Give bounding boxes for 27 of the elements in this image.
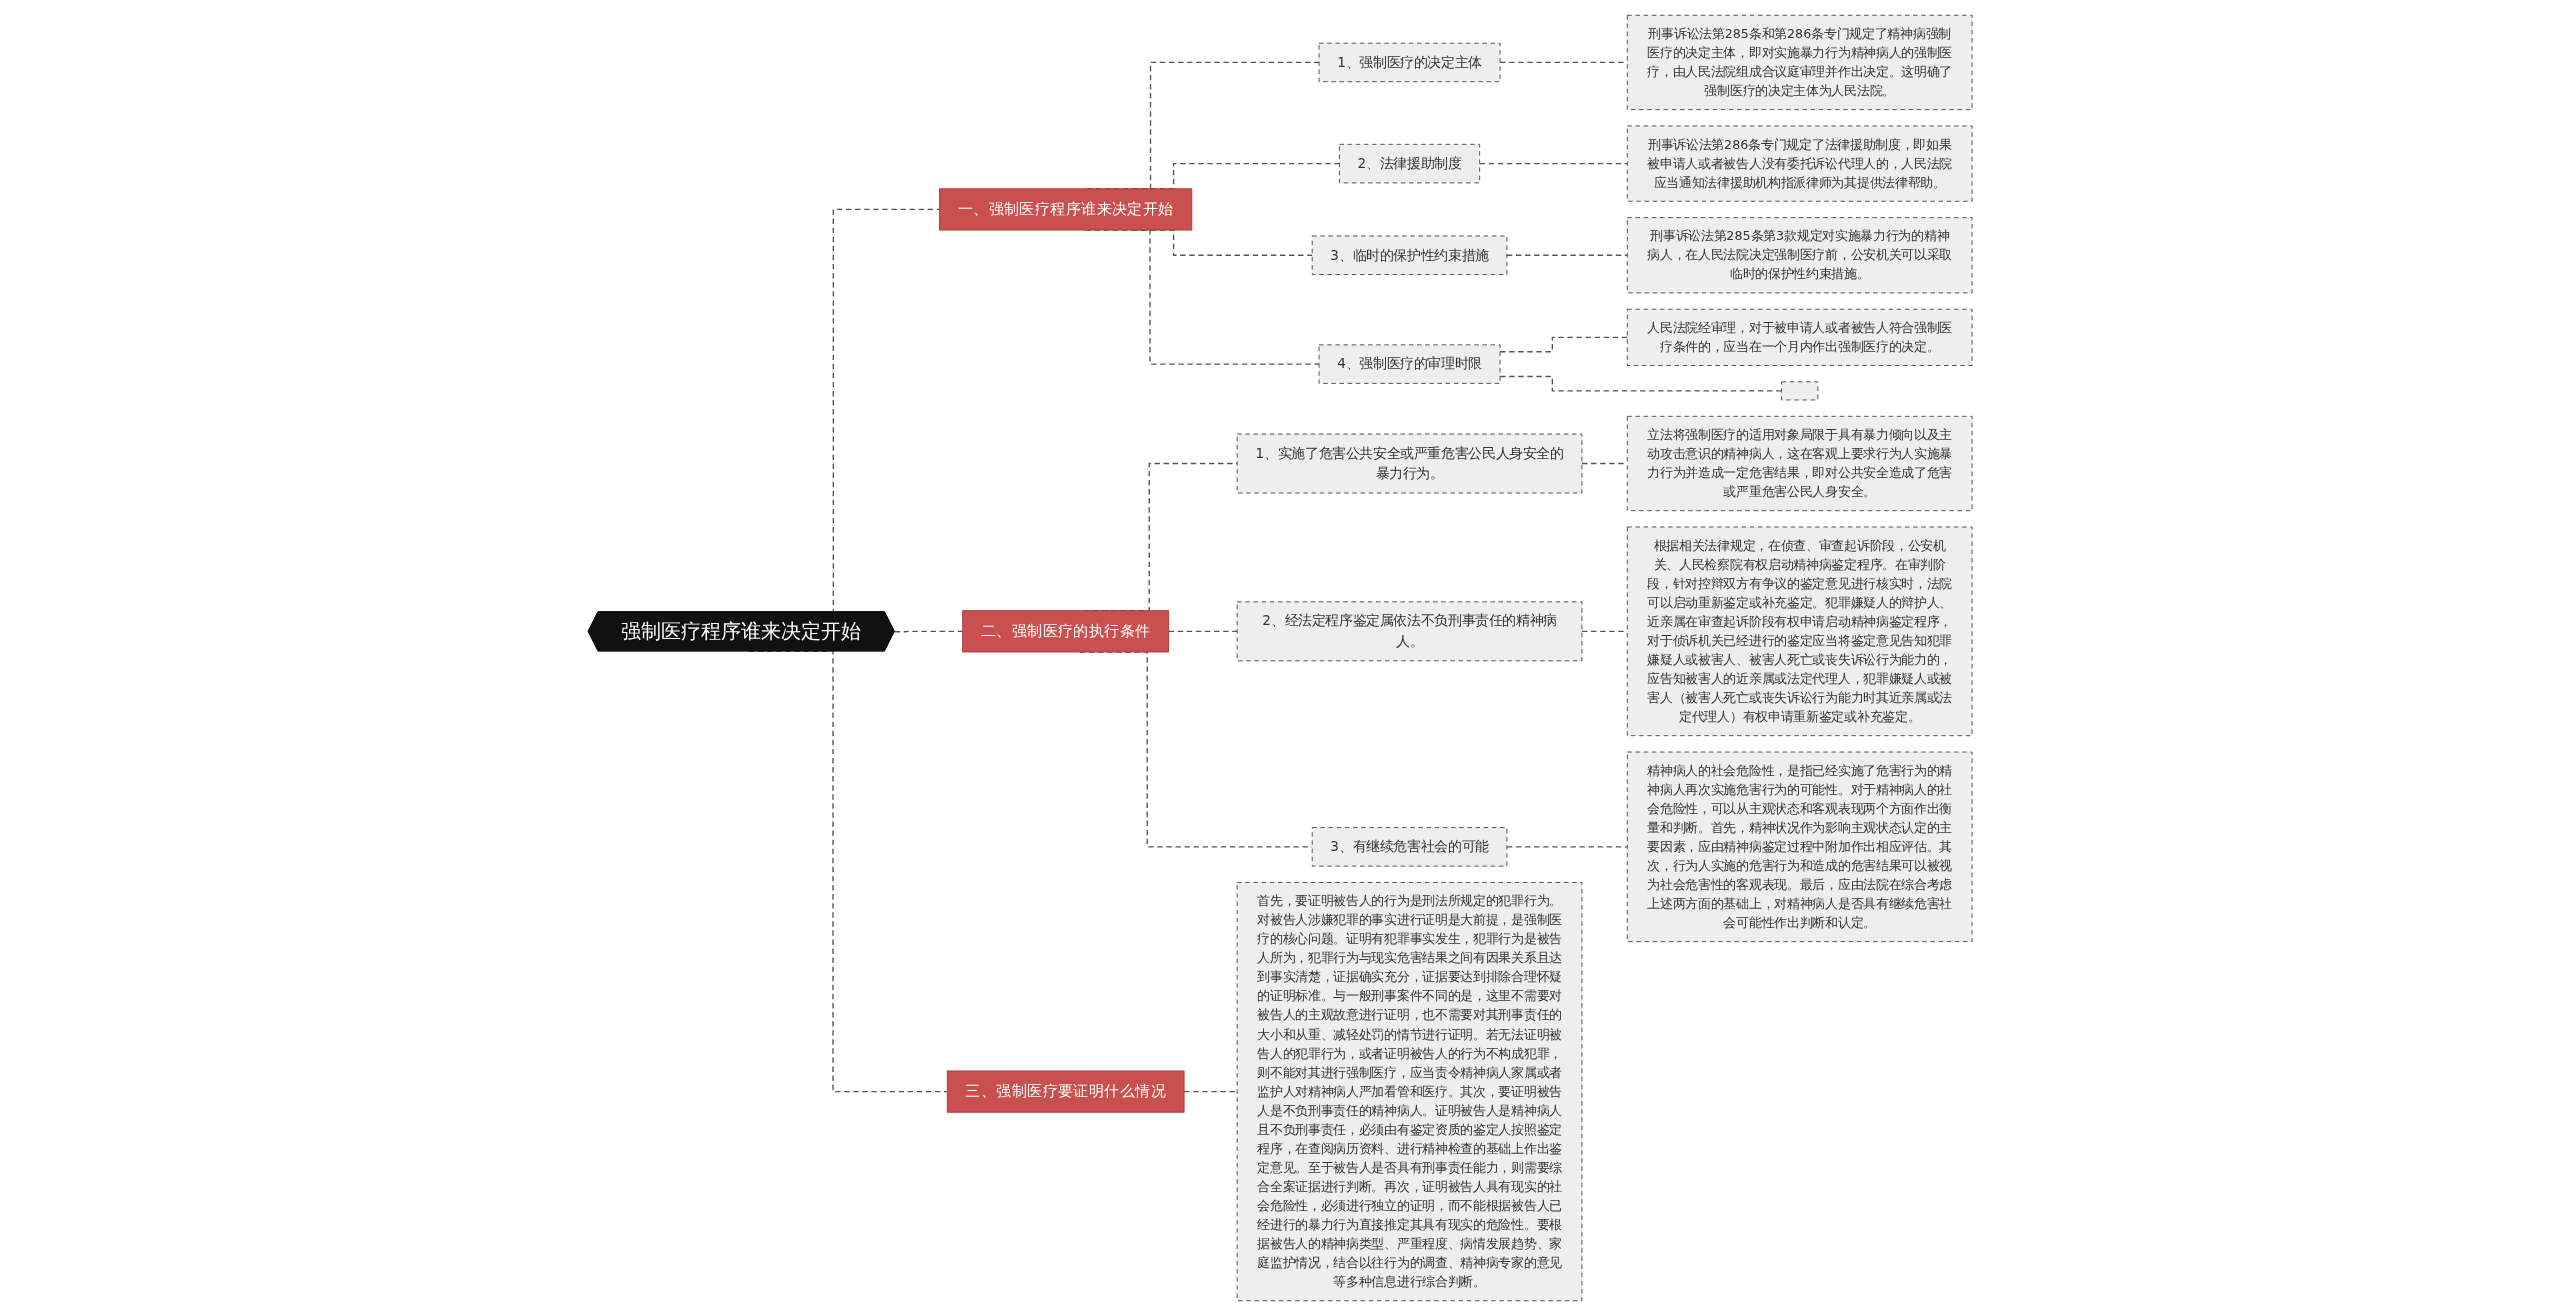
node-box: 3、有继续危害社会的可能 xyxy=(1311,827,1508,867)
connector xyxy=(893,630,964,633)
connector xyxy=(1506,254,1628,256)
node-box: 1、实施了危害公共安全或严重危害公民人身安全的暴力行为。 xyxy=(1236,433,1583,494)
node-box: 4、强制医疗的审理时限 xyxy=(1318,344,1501,384)
node-box: 2、经法定程序鉴定属依法不负刑事责任的精神病人。 xyxy=(1236,601,1583,662)
node-box: 一、强制医疗程序谁来决定开始 xyxy=(938,188,1193,231)
node-box: 二、强制医疗的执行条件 xyxy=(962,610,1169,653)
connector xyxy=(1499,336,1628,353)
node-box: 刑事诉讼法第285条和第286条专门规定了精神病强制医疗的决定主体，即对实施暴力行为精神病人的强制医疗，由人民法院组成合议庭审理并作出决定。这明确了强制医疗的决定主体为人民法院。 xyxy=(1626,14,1973,111)
node-box: 三、强制医疗要证明什么情况 xyxy=(946,1070,1185,1113)
node-box: 精神病人的社会危险性，是指已经实施了危害行为的精神病人再次实施危害行为的可能性。对于精神病人的社会危险性，可以从主观状态和客观表现两个方面作出衡量和判断。首先，精神状况作为影响主观状态认定的主要因素，应由精神病鉴定过程中附加作出相应评估。其次，行为人实施的危害行为和造成的危害结果可以被视为社会危害性的客观表现。最后，应由法院在综合考虑上述两方面的基础上，对精神病人是否具有继续危害社会可能性作出判断和认定。 xyxy=(1626,751,1973,943)
node-box: 1、强制医疗的决定主体 xyxy=(1318,42,1501,83)
connector xyxy=(1506,846,1628,848)
node-box: 2、法律援助制度 xyxy=(1338,143,1480,184)
node-box: 立法将强制医疗的适用对象局限于具有暴力倾向以及主动攻击意识的精神病人，这在客观上要求行为人实施暴力行为并造成一定危害结果，即对公共安全造成了危害或严重危害公民人身安全。 xyxy=(1626,415,1973,512)
connector xyxy=(1499,375,1783,392)
connector xyxy=(1183,1090,1238,1093)
connector xyxy=(1167,630,1238,632)
node-box: 刑事诉讼法第286条专门规定了法律援助制度，即如果被申请人或者被告人没有委托诉讼代理人的，人民法院应当通知法律援助机构指派律师为其提供法律帮助。 xyxy=(1626,125,1973,202)
node-box: 根据相关法律规定，在侦查、审查起诉阶段，公安机关、人民检察院有权启动精神病鉴定程序。在审判阶段，针对控辩双方有争议的鉴定意见进行核实时，法院可以启动重新鉴定或补充鉴定。犯罪嫌疑人的辩护人、近亲属在审查起诉阶段有权申请启动精神病鉴定程序，对于侦诉机关已经进行的鉴定应当将鉴定意见告知犯罪嫌疑人或被害人、被害人死亡或丧失诉讼行为能力的，应告知被害人的近亲属或法定代理人，犯罪嫌疑人或被害人（被害人死亡或丧失诉讼行为能力时其近亲属或法定代理人）有权申请重新鉴定或补充鉴定。 xyxy=(1626,526,1973,737)
node-box: 首先，要证明被告人的行为是刑法所规定的犯罪行为。对被告人涉嫌犯罪的事实进行证明是大前提，是强制医疗的核心问题。证明有犯罪事实发生，犯罪行为是被告人所为，犯罪行为与现实危害结果之间有因果关系且达到事实清楚，证据确实充分，证据要达到排除合理怀疑的证明标准。与一般刑事案件不同的是，这里不需要对被告人的主观故意进行证明，也不需要对其刑事责任的大小和从重、减轻处罚的情节进行证明。若无法证明被告人的犯罪行为，或者证明被告人的行为不构成犯罪，则不能对其进行强制医疗，应当责令精神病人家属或者监护人对精神病人严加看管和医疗。其次，要证明被告人是不负刑事责任的精神病人。证明被告人是精神病人且不负刑事责任，必须由有鉴定资质的鉴定人按照鉴定程序，在查阅病历资料、进行精神检查的基础上作出鉴定意见。至于被告人是否具有刑事责任能力，则需要综合全案证据进行判断。再次，证明被告人具有现实的社会危险性，必须进行独立的证明，而不能根据被告人已经进行的暴力行为直接推定其具有现实的危险性。要根据被告人的精神病类型、严重程度、病情发展趋势、家庭监护情况，结合以往行为的调查、精神病专家的意见等多种信息进行综合判断。 xyxy=(1236,882,1583,1302)
connector xyxy=(1478,162,1628,165)
node-box: 刑事诉讼法第285条第3款规定对实施暴力行为的精神病人，在人民法院决定强制医疗前，公安机关可以采取临时的保护性约束措施。 xyxy=(1626,217,1973,294)
node-box: 人民法院经审理，对于被申请人或者被告人符合强制医疗条件的，应当在一个月内作出强制医疗的决定。 xyxy=(1626,308,1973,366)
node-box xyxy=(1780,381,1819,401)
node-box: 3、临时的保护性约束措施 xyxy=(1311,235,1508,275)
